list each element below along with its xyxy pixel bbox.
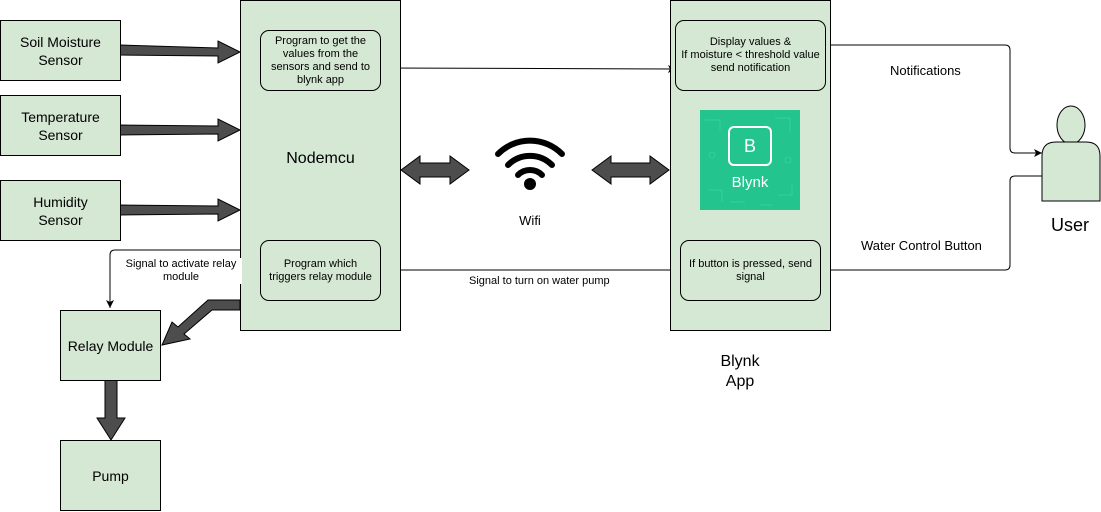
- humidity-to-nodemcu-arrow: [119, 198, 242, 222]
- nodemcu-to-relay-arrow: [161, 299, 241, 346]
- soil-to-nodemcu-arrow: [119, 40, 242, 64]
- signal-turn-on-pump-label: Signal to turn on water pump: [469, 275, 610, 287]
- program-to-display-connector: [379, 64, 677, 73]
- humidity-sensor: Humidity Sensor: [0, 180, 121, 241]
- water-control-connector: [822, 175, 1042, 274]
- user-label: User: [1050, 215, 1089, 235]
- blynk-logo-icon: B Blynk: [700, 110, 800, 210]
- temperature-sensor: Temperature Sensor: [0, 95, 121, 156]
- notifications-label: Notifications: [890, 63, 961, 78]
- soil-moisture-sensor: Soil Moisture Sensor: [0, 20, 121, 81]
- blynk-logo-pattern: [705, 117, 793, 206]
- relay-module: Relay Module: [60, 310, 161, 381]
- signal-activate-relay-label: Signal to activate relay module: [120, 258, 242, 284]
- nodemcu-title: Nodemcu: [286, 150, 355, 167]
- display-values-box: Display values & If moisture < threshold…: [675, 20, 826, 91]
- user-icon: [1041, 105, 1101, 202]
- blynk-logo-text: Blynk: [731, 174, 769, 191]
- relay-to-pump-arrow: [96, 379, 126, 441]
- pump: Pump: [60, 440, 161, 511]
- activate-relay-connector: [106, 249, 260, 308]
- water-control-button-label: Water Control Button: [861, 238, 982, 253]
- notifications-connector: [825, 44, 1042, 157]
- wifi-blynk-double-arrow: [591, 155, 670, 185]
- wifi-label: Wifi: [519, 213, 541, 228]
- program-trigger-relay-box: Program which triggers relay module: [260, 240, 381, 301]
- nodemcu-wifi-double-arrow: [400, 155, 470, 185]
- wifi-icon: [495, 137, 565, 190]
- blynk-app-label: Blynk App: [720, 353, 760, 390]
- blynk-logo-badge: B: [728, 126, 772, 166]
- program-get-values-box: Program to get the values from the senso…: [260, 30, 381, 91]
- temperature-to-nodemcu-arrow: [119, 118, 242, 142]
- button-pressed-box: If button is pressed, send signal: [680, 240, 821, 301]
